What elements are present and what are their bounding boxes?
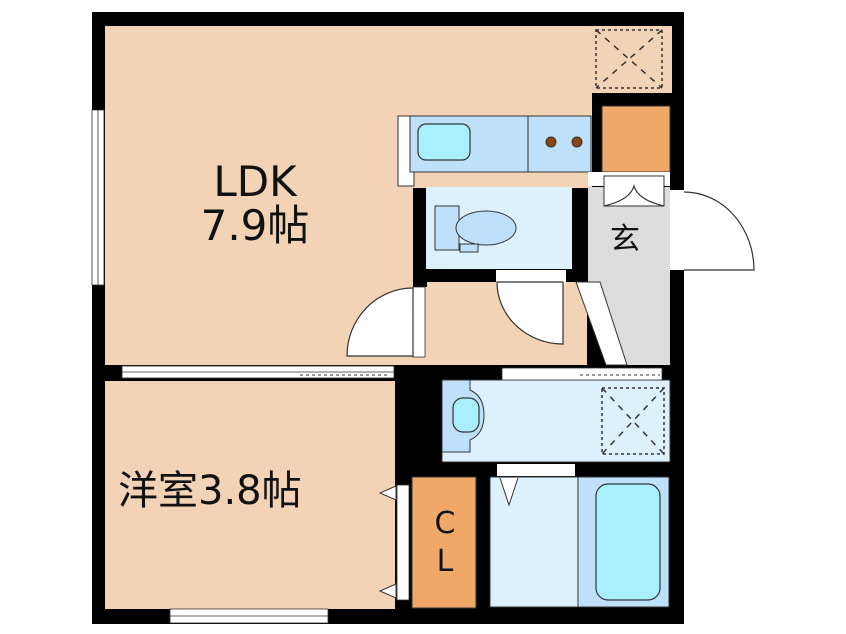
entry-door-swing (683, 191, 755, 271)
entrance-label: 玄 (610, 222, 640, 257)
closet-label: C L (420, 505, 470, 580)
ldk-label: LDK 7.9帖 (150, 157, 360, 251)
stove-burner-icon (545, 136, 557, 148)
closet (411, 476, 477, 609)
shoe-storage (601, 105, 671, 173)
toilet-door-swing (496, 281, 564, 345)
bathtub-icon (595, 483, 661, 601)
western-room-label: 洋室3.8帖 (118, 468, 302, 514)
closet-label-l: L (436, 543, 454, 579)
toilet-icon (455, 210, 517, 246)
washbasin-icon (452, 397, 480, 433)
ldk-floor (105, 26, 672, 365)
ldk-size: 7.9帖 (200, 201, 310, 251)
closet-label-c: C (434, 506, 456, 541)
ldk-door-swing (346, 287, 414, 357)
sink-icon (417, 123, 471, 161)
western-room-floor (105, 381, 395, 609)
ldk-name: LDK (213, 157, 297, 206)
stove-burner-icon (571, 136, 583, 148)
